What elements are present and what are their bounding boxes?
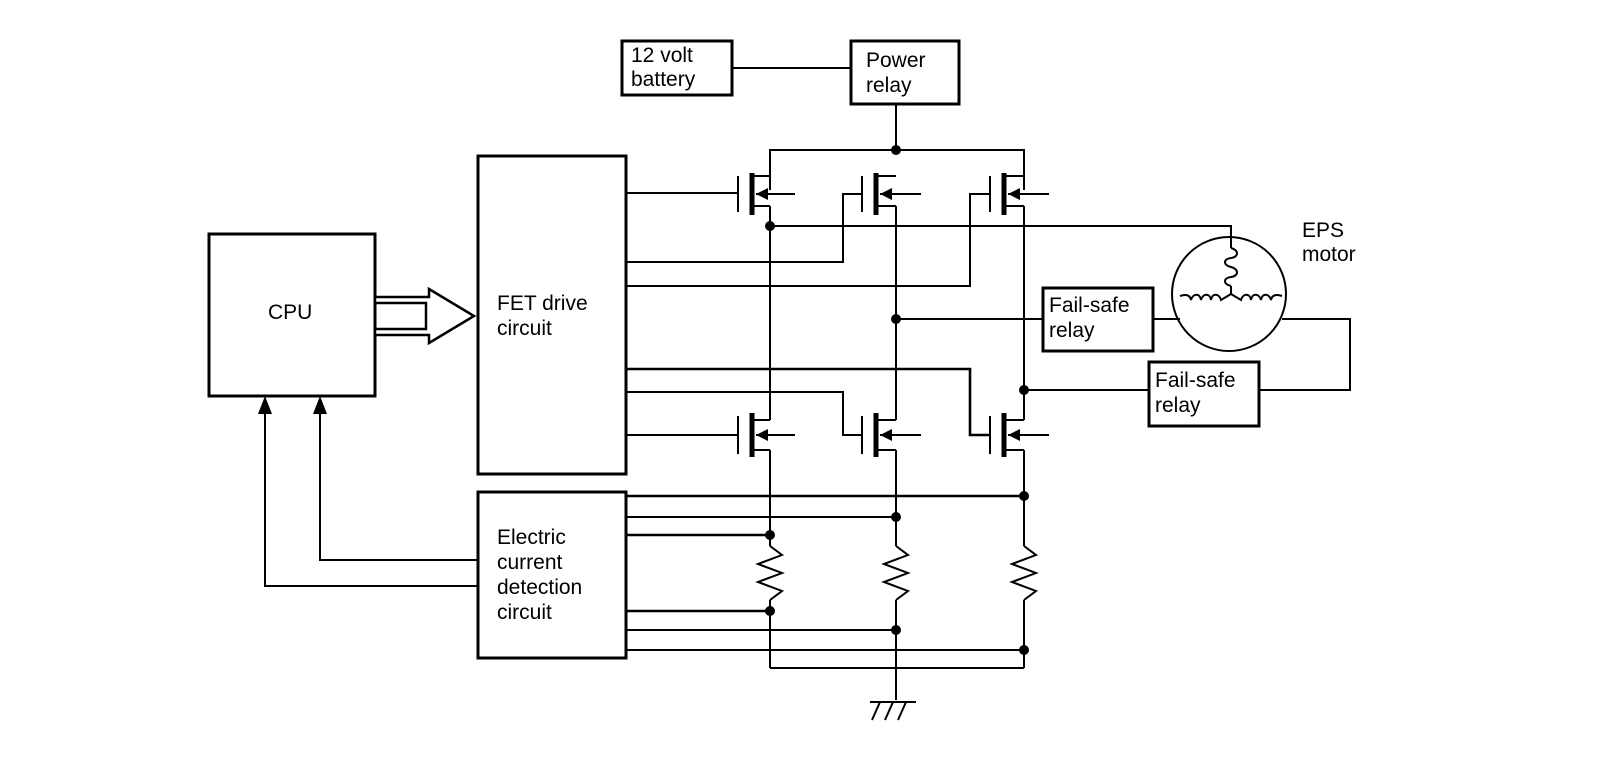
fail-safe-relay-1-block: Fail-safe relay [1041, 286, 1155, 353]
cpu-label: CPU [268, 301, 312, 324]
power-relay-label-line-1: Power [866, 49, 926, 72]
battery-label-line-1: 12 volt [631, 44, 693, 67]
fet-drive-label-line-2: circuit [497, 317, 552, 340]
resistor-1 [755, 545, 785, 601]
battery-block: 12 volt battery [620, 39, 734, 97]
mosfet-upper-3 [989, 173, 1049, 215]
fet-drive-circuit-block: FET drive circuit [476, 154, 628, 476]
power-relay-block: Power relay [849, 39, 961, 106]
battery-label-line-2: battery [631, 68, 696, 91]
gate-wiring [626, 192, 990, 437]
mosfet-lower-3 [989, 413, 1049, 457]
current-detection-label-line-2: current [497, 551, 563, 574]
eps-motor-label-line-1: EPS [1302, 219, 1344, 242]
detection-wiring [626, 491, 1029, 655]
power-relay-label-line-2: relay [866, 74, 912, 97]
eps-motor-symbol [1171, 236, 1287, 352]
mosfet-lower-1 [737, 413, 795, 457]
current-detection-label-line-4: circuit [497, 601, 552, 624]
eps-motor-label: EPS motor [1302, 219, 1356, 266]
current-detection-label-line-1: Electric [497, 526, 566, 549]
power-wiring [732, 67, 1025, 190]
fail-safe-relay-1-label-line-1: Fail-safe [1049, 294, 1130, 317]
eps-motor-label-line-2: motor [1302, 243, 1356, 266]
cpu-block: CPU [207, 232, 377, 398]
feedback-arrow-head-1 [258, 396, 272, 414]
resistor-2 [881, 545, 911, 601]
mosfet-lower-2 [861, 413, 921, 457]
fail-safe-relay-2-label-line-2: relay [1155, 394, 1201, 417]
mosfet-upper-1 [737, 173, 795, 215]
fet-drive-label-line-1: FET drive [497, 292, 588, 315]
feedback-arrows [258, 396, 478, 587]
resistor-3 [1009, 545, 1039, 601]
shunt-resistors [755, 545, 1039, 601]
fail-safe-relay-2-block: Fail-safe relay [1147, 360, 1261, 428]
current-detection-circuit-block: Electric current detection circuit [476, 490, 628, 660]
cpu-to-fet-arrow [373, 286, 477, 346]
fail-safe-relay-2-label-line-1: Fail-safe [1155, 369, 1236, 392]
ground-symbol [870, 701, 916, 721]
motor-wiring [765, 221, 1351, 395]
fail-safe-relay-1-label-line-2: relay [1049, 319, 1095, 342]
feedback-arrow-head-2 [313, 396, 327, 414]
mosfet-upper-2 [861, 173, 921, 215]
current-detection-label-line-3: detection [497, 576, 582, 599]
